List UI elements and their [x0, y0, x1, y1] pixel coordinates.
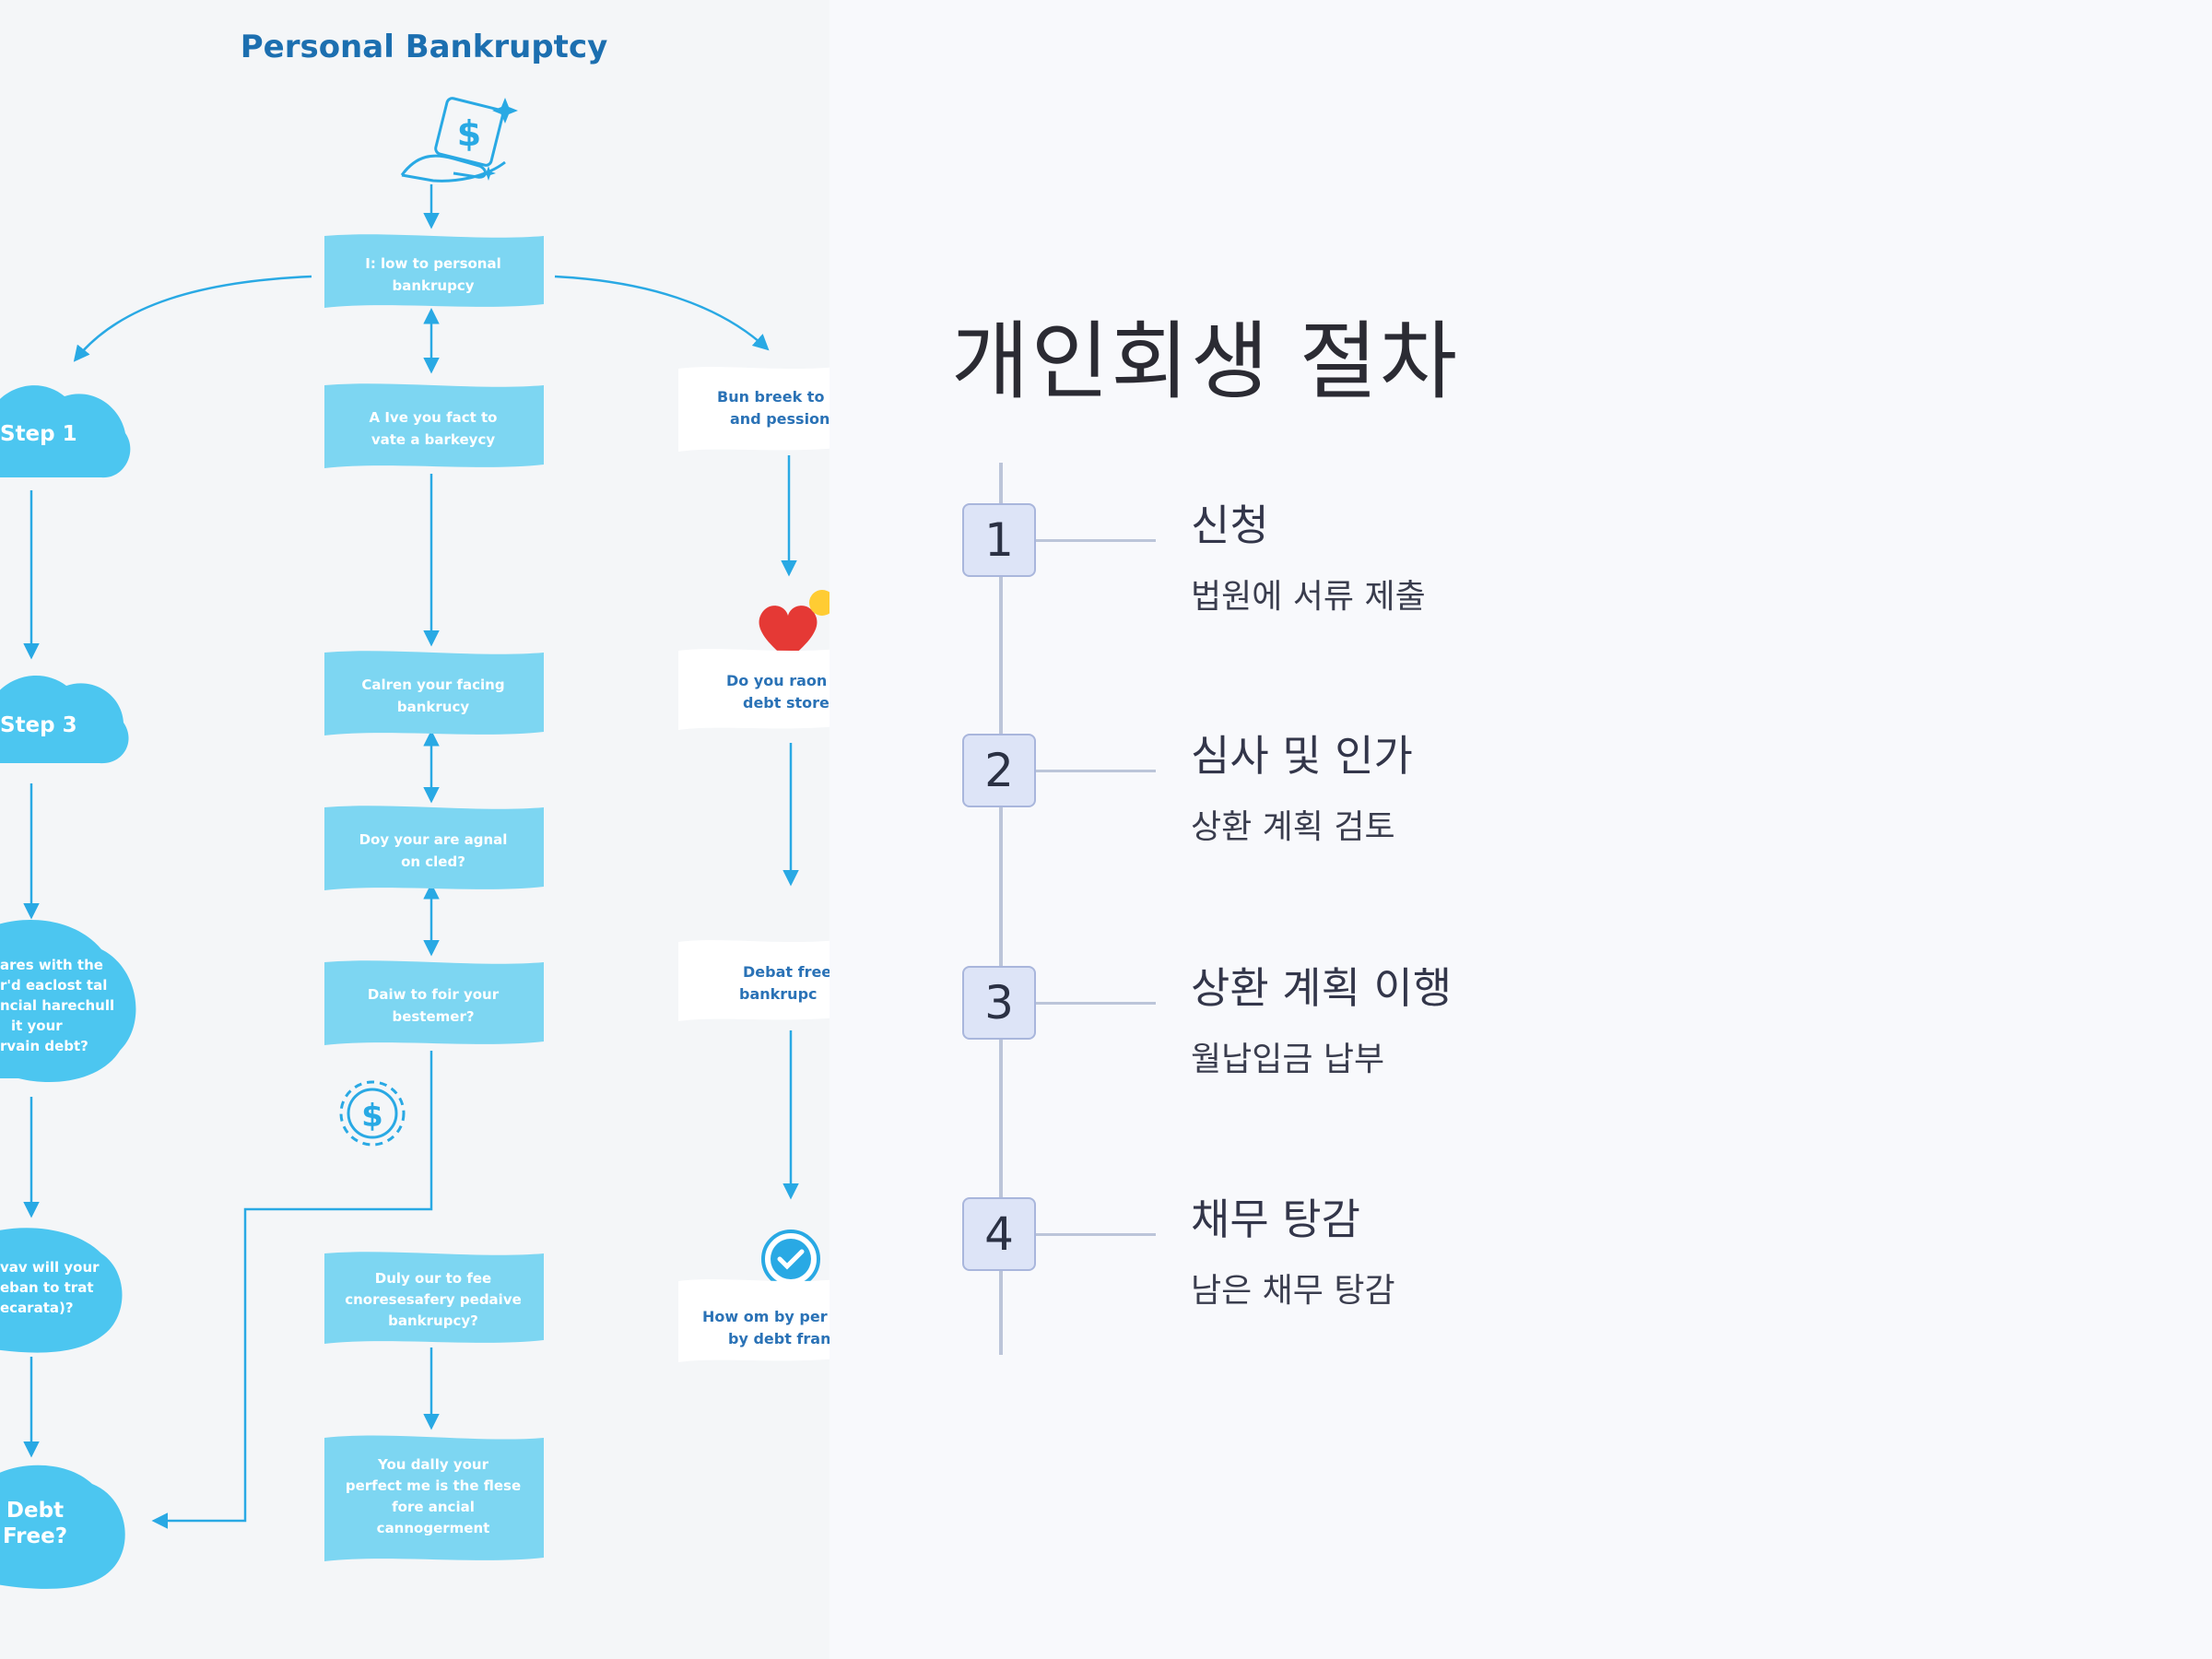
center-box-6-line-1: Duly our to fee: [375, 1270, 491, 1287]
step-description: 월납입금 납부: [1191, 1041, 1385, 1078]
center-box-4-line-2: on cled?: [401, 853, 465, 870]
timeline-step-1: 1 신청 법원에 서류 제출: [962, 466, 2068, 616]
step-title: 심사 및 인가: [1191, 731, 1413, 781]
center-box-1-line-1: I: low to personal: [365, 255, 501, 272]
right-box-2-line-2: debt store: [743, 694, 830, 712]
center-box-7-line-3: fore ancial: [392, 1499, 475, 1515]
center-box-5-line-1: Daiw to foir your: [368, 986, 500, 1003]
left-cloud-3-line-4: it your: [11, 1018, 63, 1034]
right-box-2-line-1: Do you raon: [726, 672, 827, 689]
svg-text:$: $: [361, 1098, 383, 1135]
step-title: 신청: [1191, 500, 1269, 550]
left-cloud-3-line-5: rvain debt?: [0, 1038, 88, 1054]
timeline-step-4: 4 채무 탕감 남은 채무 탕감: [962, 1160, 2068, 1310]
flow-arrows: [23, 184, 799, 1529]
left-cloud-4-line-2: eban to trat: [0, 1279, 94, 1296]
center-box-7-line-2: perfect me is the flese: [346, 1477, 521, 1494]
left-cloud-2: Step 3: [0, 676, 129, 764]
right-box-3-line-2: bankrupc: [739, 985, 818, 1003]
center-box-7-line-4: cannogerment: [377, 1520, 490, 1536]
center-box-2-line-2: vate a barkeycy: [371, 431, 495, 448]
right-box-3: Debat free bankrupc: [678, 940, 830, 1021]
center-box-1: I: low to personal bankrupcy: [324, 234, 544, 308]
step-number-badge: 4: [962, 1197, 1036, 1271]
flowchart-image: Personal Bankruptcy $ I: low to personal…: [0, 0, 830, 1659]
center-box-7: You dally your perfect me is the flese f…: [324, 1435, 544, 1561]
left-cloud-3-line-3: ncial harechull: [0, 997, 114, 1014]
left-cloud-3-line-1: ares with the: [0, 957, 103, 973]
center-box-3-line-2: bankrucy: [397, 699, 469, 715]
timeline-panel: 개인회생 절차 1 신청 법원에 서류 제출 2 심사 및 인가 상환 계획 검…: [830, 0, 2212, 1659]
timeline-step-3: 3 상환 계획 이행 월납입금 납부: [962, 929, 2068, 1078]
center-box-3-line-1: Calren your facing: [361, 677, 504, 693]
center-box-6-line-2: cnoresesafery pedaive: [345, 1291, 522, 1308]
step-description: 상환 계획 검토: [1191, 808, 1395, 846]
money-hand-icon: $: [400, 97, 518, 182]
center-box-4: Doy your are agnal on cled?: [324, 806, 544, 890]
right-box-1: Bun breek to and pession: [678, 367, 830, 452]
center-box-5: Daiw to foir your bestemer?: [324, 960, 544, 1045]
center-box-5-line-2: bestemer?: [392, 1008, 474, 1025]
center-box-3: Calren your facing bankrucy: [324, 651, 544, 735]
right-box-4-line-1: How om by per: [702, 1308, 828, 1325]
center-box-2: A Ive you fact to vate a barkeycy: [324, 383, 544, 468]
center-box-4-line-1: Doy your are agnal: [359, 831, 508, 848]
timeline-line: [999, 463, 1003, 1355]
left-cloud-4: vav will your eban to trat ecarata)?: [0, 1228, 123, 1353]
left-cloud-4-line-1: vav will your: [0, 1259, 100, 1276]
right-box-4-line-2: by debt fran: [728, 1330, 830, 1347]
center-box-6: Duly our to fee cnoresesafery pedaive ba…: [324, 1252, 544, 1344]
step-title: 상환 계획 이행: [1191, 963, 1453, 1013]
left-cloud-3-line-2: r'd eaclost tal: [0, 977, 107, 994]
check-circle-icon: [761, 1230, 820, 1288]
right-box-4: How om by per by debt fran: [678, 1279, 830, 1362]
step-title: 채무 탕감: [1191, 1194, 1360, 1244]
right-box-1-line-2: and pession: [730, 410, 830, 428]
step-description: 남은 채무 탕감: [1191, 1272, 1395, 1310]
right-box-1-line-1: Bun breek to: [717, 388, 824, 406]
right-box-3-line-1: Debat free: [743, 963, 830, 981]
center-box-2-line-1: A Ive you fact to: [370, 409, 498, 426]
left-cloud-2-line-1: Step 3: [0, 713, 77, 737]
center-box-1-line-2: bankrupcy: [393, 277, 475, 294]
right-box-2: Do you raon debt store: [678, 649, 830, 730]
left-cloud-1-line-1: Step 1: [0, 422, 77, 446]
flowchart-svg: Personal Bankruptcy $ I: low to personal…: [0, 29, 830, 1589]
heart-icon: [759, 590, 830, 660]
flowchart-title: Personal Bankruptcy: [241, 29, 608, 65]
left-cloud-5-line-2: Free?: [3, 1524, 67, 1548]
left-cloud-1: Step 1: [0, 385, 131, 478]
timeline-step-2: 2 심사 및 인가 상환 계획 검토: [962, 697, 2068, 846]
left-cloud-5: Debt Free?: [0, 1465, 125, 1589]
step-connector: [1036, 1002, 1156, 1005]
svg-text:$: $: [457, 113, 481, 154]
step-connector: [1036, 770, 1156, 772]
step-description: 법원에 서류 제출: [1191, 578, 1426, 616]
step-number-badge: 2: [962, 734, 1036, 807]
step-number-badge: 3: [962, 966, 1036, 1040]
left-cloud-5-line-1: Debt: [6, 1499, 64, 1523]
left-cloud-4-line-3: ecarata)?: [0, 1300, 74, 1316]
gear-dollar-icon: $: [339, 1080, 406, 1147]
step-number-badge: 1: [962, 503, 1036, 577]
center-box-7-line-1: You dally your: [377, 1456, 489, 1473]
step-connector: [1036, 539, 1156, 542]
step-connector: [1036, 1233, 1156, 1236]
page-title: 개인회생 절차: [951, 312, 1460, 411]
left-cloud-3: ares with the r'd eaclost tal ncial hare…: [0, 920, 136, 1083]
center-box-6-line-3: bankrupcy?: [388, 1312, 478, 1329]
